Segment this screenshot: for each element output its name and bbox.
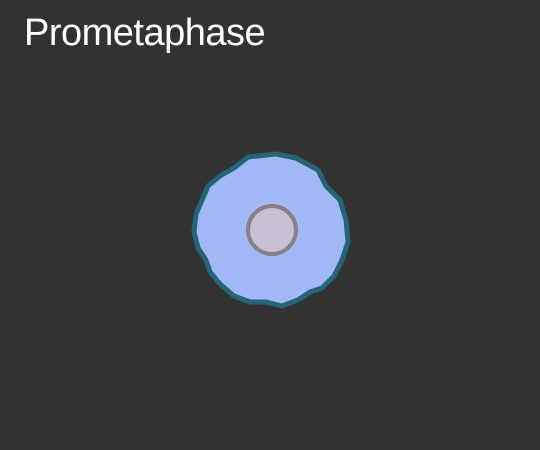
- nucleus: [246, 204, 298, 256]
- phase-title: Prometaphase: [24, 12, 266, 54]
